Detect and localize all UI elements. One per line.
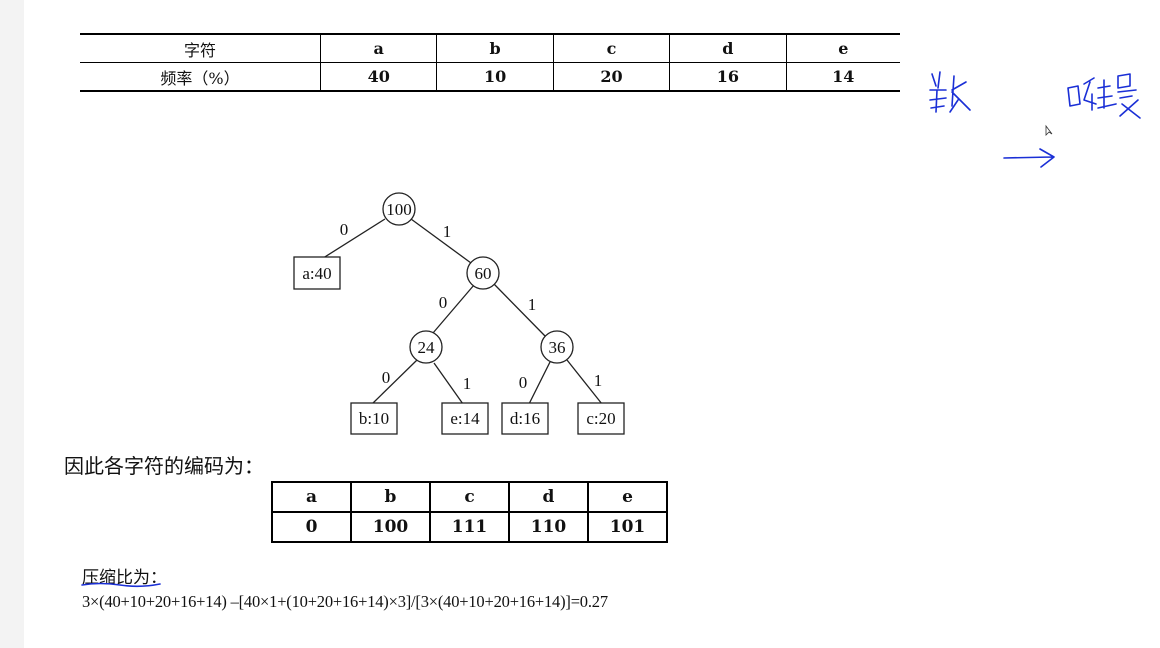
code-table-code-row: 0 100 111 110 101 [271,511,668,543]
node-root-label: 100 [386,200,412,219]
edge-36-c [566,359,603,405]
leaf-d [501,402,549,435]
handwritten-scribble [929,71,971,113]
tree-edges [319,218,603,405]
char-cell: b [436,33,554,63]
leaf-a-label: a:40 [302,264,331,283]
arrow-right-icon [1003,148,1055,168]
edge-label-one: 1 [463,374,472,393]
edge-label-one: 1 [528,295,537,314]
handwritten-underline [81,582,161,588]
code-heading: 因此各字符的编码为： [64,454,264,478]
leaf-b [350,402,398,435]
code-value-cell: 101 [587,511,668,543]
code-char-cell: a [271,481,352,513]
frequency-row-label: 频率（%） [80,62,321,92]
edge-24-b [371,359,418,405]
leaf-c-label: c:20 [586,409,615,428]
edge-label-zero: 0 [340,220,349,239]
char-cell: c [552,33,670,63]
edge-label-zero: 0 [519,373,528,392]
frequency-table-value-row: 频率（%） 40 10 20 16 14 [80,62,900,92]
leaf-d-label: d:16 [510,409,540,428]
node-60 [466,256,500,290]
node-36 [540,330,574,364]
edge-root-a [319,218,386,261]
edge-36-d [528,361,551,405]
edge-60-36 [493,283,547,338]
edge-label-one: 1 [443,222,452,241]
frequency-table: 字符 a b c d e 频率（%） 40 10 20 16 14 [80,33,900,92]
char-header-label: 字符 [80,33,321,63]
leaf-c [577,402,625,435]
code-char-cell: c [429,481,510,513]
node-24 [409,330,443,364]
frequency-cell: 40 [319,62,437,92]
code-char-cell: b [350,481,431,513]
frequency-cell: 16 [669,62,787,92]
code-value-cell: 111 [429,511,510,543]
frequency-cell: 10 [436,62,554,92]
leaf-b-label: b:10 [359,409,389,428]
char-cell: e [785,33,900,63]
handwritten-scribble [1067,73,1141,119]
edge-label-zero: 0 [382,368,391,387]
edge-root-60 [410,218,472,264]
leaf-e-label: e:14 [450,409,480,428]
code-char-cell: e [587,481,668,513]
code-value-cell: 0 [271,511,352,543]
code-value-cell: 100 [350,511,431,543]
compression-ratio-formula: 3×(40+10+20+16+14) –[40×1+(10+20+16+14)×… [82,592,608,611]
frequency-table-header-row: 字符 a b c d e [80,33,900,63]
leaf-a [293,256,341,290]
edge-label-zero: 0 [439,293,448,312]
edge-60-24 [432,284,475,334]
edge-label-one: 1 [594,371,603,390]
node-60-label: 60 [475,264,492,283]
code-table-char-row: a b c d e [271,481,668,513]
edge-24-e [433,362,464,405]
char-cell: a [319,33,437,63]
mouse-cursor-icon [1045,124,1053,136]
code-value-cell: 110 [508,511,589,543]
leaf-e [441,402,489,435]
node-36-label: 36 [549,338,566,357]
code-char-cell: d [508,481,589,513]
char-cell: d [669,33,787,63]
node-24-label: 24 [418,338,436,357]
code-table: a b c d e 0 100 111 110 101 [271,481,668,543]
frequency-cell: 14 [785,62,900,92]
frequency-cell: 20 [552,62,670,92]
node-root [382,192,416,226]
